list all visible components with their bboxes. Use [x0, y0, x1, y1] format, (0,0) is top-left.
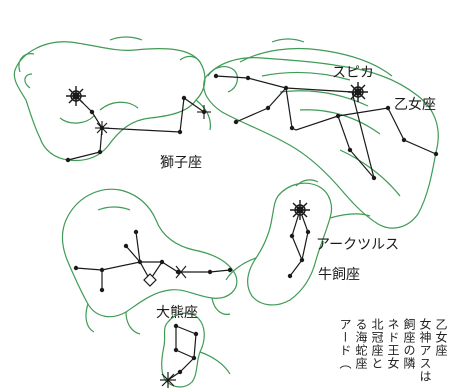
bootes-name-mark	[295, 179, 319, 187]
label-arcturus: アークツルス	[316, 237, 400, 253]
virgo-lines-2	[285, 87, 375, 179]
bootes-figure	[247, 182, 333, 306]
ursa-major-legs	[85, 297, 231, 335]
virgo-wing	[239, 47, 401, 197]
label-virgo: 乙女座	[394, 97, 436, 113]
virgo-lines-4	[267, 87, 287, 109]
virgo-name-mark	[271, 38, 305, 43]
ursa-major-lines-3	[125, 245, 163, 282]
open-star-marks	[175, 105, 211, 279]
small-const-lines-2	[175, 326, 195, 359]
virgo-lines	[215, 75, 437, 155]
virgo-lines-5	[235, 107, 269, 123]
vertical-text-column-5: 北冠座と	[370, 318, 384, 370]
bright-star-arcturus-icon	[290, 200, 310, 220]
ursa-name-mark	[97, 206, 131, 211]
bootes-lines	[289, 209, 309, 277]
ursa-major-lines-4	[135, 231, 141, 263]
bright-star-spica-icon	[348, 82, 368, 102]
ursa-major-lines	[75, 261, 231, 273]
leo-figure	[13, 41, 206, 162]
bootes-arm	[225, 213, 371, 281]
leo-lines	[75, 95, 205, 133]
virgo-head	[207, 66, 238, 93]
leo-tail	[179, 55, 211, 131]
vertical-text-column-7: アード（	[338, 318, 352, 370]
bright-star-small-icon	[160, 372, 176, 388]
constellation-figures	[13, 36, 439, 388]
small-constellation-tail	[199, 351, 231, 375]
ursa-major-figure	[61, 188, 238, 318]
label-ursa-major: 大熊座	[156, 305, 198, 321]
bright-star-denebola-icon	[95, 121, 109, 135]
label-leo: 獅子座	[160, 155, 202, 171]
label-bootes: 牛飼座	[318, 267, 360, 283]
leo-mane	[18, 53, 139, 124]
vertical-text-column-1: 乙女座	[434, 318, 448, 357]
vertical-text-column-3: 飼座の隣	[402, 318, 416, 370]
vertical-text-column-2: 女神アスは	[418, 318, 432, 383]
label-spica: スピカ	[332, 65, 374, 81]
vertical-text-column-4: ネド王女	[386, 318, 400, 370]
vertical-text-column-6: る海蛇座	[354, 318, 368, 370]
small-constellation-figure	[161, 312, 205, 388]
virgo-figure	[203, 57, 439, 229]
diamond-star	[143, 273, 157, 287]
bright-star-regulus-icon	[66, 86, 86, 106]
leo-name-mark	[109, 36, 143, 41]
virgo-lines-3	[337, 115, 375, 179]
